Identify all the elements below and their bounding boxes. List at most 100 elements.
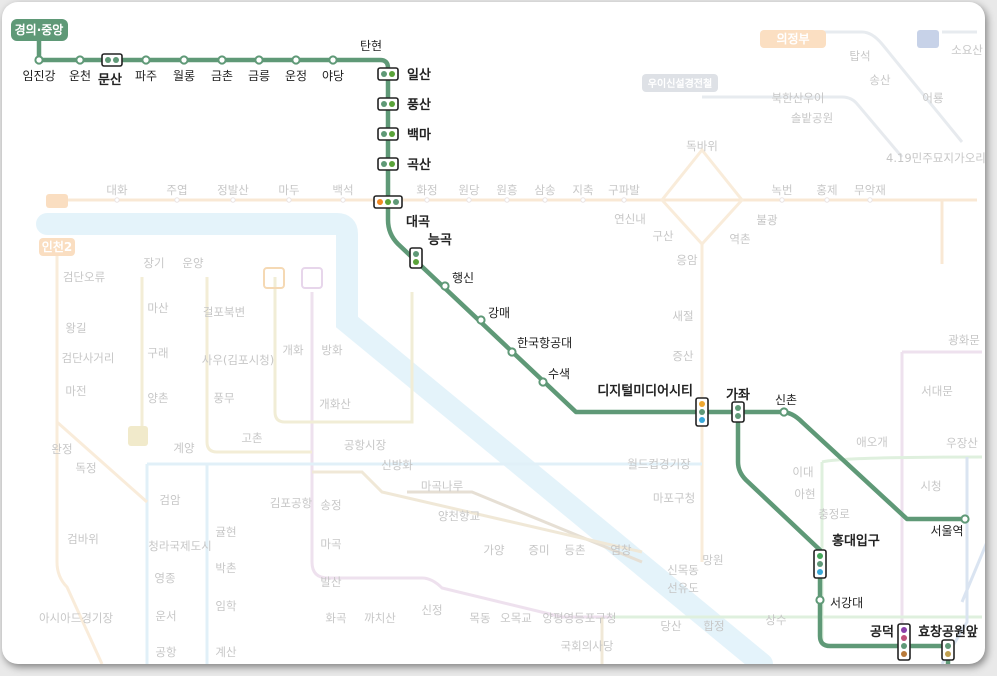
station-label: 금릉 (248, 69, 270, 83)
background-station-label: 마두 (278, 183, 299, 197)
station-1[interactable]: 임진강 (22, 55, 56, 83)
station-dot[interactable] (815, 595, 825, 605)
line-dot (389, 131, 395, 137)
badge-uijeongbu (760, 30, 826, 48)
transfer-marker[interactable] (409, 247, 423, 269)
station-6[interactable]: 금촌 (211, 55, 233, 83)
background-station-label: 우장산 (946, 436, 978, 450)
background-station-label: 걸포북변 (203, 305, 245, 319)
background-station-label: 홍제 (816, 183, 837, 197)
station-7[interactable]: 금릉 (248, 55, 270, 83)
background-station-label: 주엽 (166, 183, 187, 197)
badge-incheon2-label: 인천2 (42, 239, 72, 254)
transfer-marker[interactable] (897, 623, 911, 661)
transfer-marker[interactable] (377, 157, 399, 171)
station-22[interactable]: 가좌 (726, 387, 750, 423)
line-dot (817, 561, 823, 567)
station-20[interactable]: 수색 (538, 367, 570, 387)
station-dot[interactable] (328, 55, 338, 65)
line-dot (901, 651, 907, 657)
station-17[interactable]: 행신 (440, 270, 474, 291)
background-station-label: 공항시장 (344, 438, 387, 452)
background-station-label: 사우(김포시청) (202, 353, 274, 367)
background-station-label: 영종 (154, 571, 175, 585)
station-dot[interactable] (960, 514, 970, 524)
background-station-label: 망원 (702, 553, 723, 567)
background-station-label: 풍무 (213, 391, 234, 405)
station-25[interactable]: 홍대입구 (813, 533, 880, 579)
station-dot[interactable] (476, 315, 486, 325)
station-27[interactable]: 공덕 (870, 623, 911, 661)
station-label: 서울역 (930, 524, 963, 538)
station-11[interactable]: 일산 (377, 67, 431, 83)
station-dot[interactable] (75, 55, 85, 65)
background-station-dot (286, 197, 292, 203)
station-10[interactable]: 탄현 (360, 39, 382, 53)
station-dot[interactable] (141, 55, 151, 65)
station-5[interactable]: 월롱 (173, 55, 195, 83)
line-dot (699, 401, 705, 407)
background-station-label: 월드컵경기장 (627, 457, 691, 471)
station-2[interactable]: 운천 (69, 55, 91, 83)
station-24[interactable]: 서울역 (930, 514, 970, 538)
transfer-marker[interactable] (377, 67, 399, 81)
station-dot[interactable] (179, 55, 189, 65)
station-dot[interactable] (34, 55, 44, 65)
station-18[interactable]: 강매 (476, 306, 510, 325)
background-station-label: 독정 (75, 461, 96, 475)
station-dot[interactable] (254, 55, 264, 65)
transfer-marker[interactable] (377, 127, 399, 141)
transfer-marker[interactable] (377, 97, 399, 111)
station-3[interactable]: 문산 (98, 53, 123, 88)
station-15[interactable]: 대곡 (373, 195, 430, 230)
background-station-label: 애오개 (856, 435, 888, 449)
transfer-marker[interactable] (101, 53, 123, 67)
background-station-label: 계산 (215, 645, 237, 659)
background-station-label: 북한산우이 (772, 91, 825, 105)
background-station-label: 선유도 (667, 581, 699, 595)
line-dot (735, 405, 741, 411)
line-badge-label: 경의·중앙 (15, 22, 64, 37)
background-station-label: 원흥 (496, 183, 517, 197)
station-16[interactable]: 능곡 (409, 233, 452, 269)
station-12[interactable]: 풍산 (377, 97, 431, 113)
transfer-marker[interactable] (941, 639, 955, 661)
line-badge (11, 19, 68, 41)
background-station-label: 검바위 (67, 532, 99, 546)
line-dot (699, 417, 705, 423)
station-8[interactable]: 운정 (285, 55, 307, 83)
station-dot[interactable] (217, 55, 227, 65)
background-station-label: 계양 (173, 441, 195, 455)
station-13[interactable]: 백마 (377, 127, 431, 143)
background-station-label: 송산 (869, 73, 891, 87)
station-26[interactable]: 서강대 (815, 595, 863, 610)
station-9[interactable]: 야당 (322, 55, 344, 83)
transfer-marker[interactable] (731, 401, 745, 423)
station-dot[interactable] (779, 407, 789, 417)
background-station-label: 개화산 (319, 397, 351, 411)
station-dot[interactable] (440, 281, 450, 291)
station-21[interactable]: 디지털미디어시티 (597, 383, 709, 427)
badge-ui-sinseol-label: 우이신설경전철 (648, 77, 712, 90)
line-dot (385, 199, 391, 205)
station-19[interactable]: 한국항공대 (507, 336, 572, 357)
station-label: 탄현 (360, 39, 382, 53)
background-station-label: 합정 (703, 619, 724, 633)
station-dot[interactable] (291, 55, 301, 65)
station-4[interactable]: 파주 (135, 55, 157, 83)
station-label: 신촌 (775, 393, 797, 407)
line-dot (389, 161, 395, 167)
station-label: 능곡 (428, 233, 452, 248)
station-23[interactable]: 신촌 (775, 393, 797, 417)
station-14[interactable]: 곡산 (377, 157, 431, 173)
background-station-label: 삼송 (534, 183, 555, 197)
line-dot (381, 101, 387, 107)
station-28[interactable]: 효창공원앞 (918, 624, 978, 661)
background-station-label: 연신내 (614, 212, 646, 226)
station-dot[interactable] (538, 377, 548, 387)
background-station-dot (174, 197, 180, 203)
station-dot[interactable] (507, 347, 517, 357)
background-station-dot (580, 197, 586, 203)
